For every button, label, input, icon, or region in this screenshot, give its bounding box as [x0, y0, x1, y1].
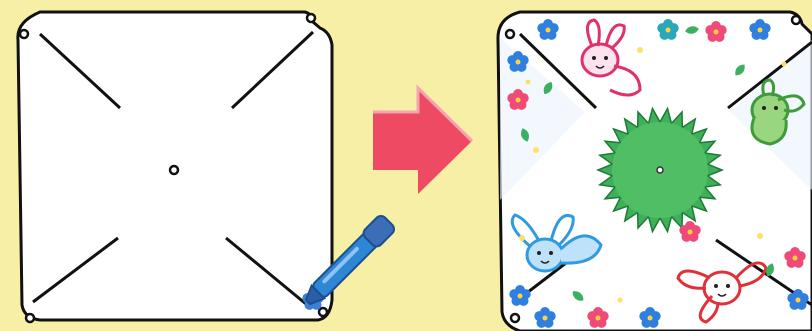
confetti-dot	[637, 47, 643, 53]
corner-hole-bl	[26, 314, 34, 322]
corner-hole-bl	[511, 314, 519, 322]
decorated-pinwheel	[498, 12, 812, 331]
corner-hole-tl	[506, 30, 514, 38]
confetti-dot	[526, 80, 531, 85]
right-arrow-icon	[373, 88, 472, 194]
corner-hole-tr	[307, 14, 315, 22]
center-pin-hole	[170, 166, 178, 174]
confetti-dot	[618, 298, 623, 303]
confetti-dot	[533, 147, 539, 153]
corner-hole-tl	[20, 30, 28, 38]
pinwheel-template	[18, 12, 397, 322]
confetti-dot	[519, 235, 525, 241]
confetti-dot	[757, 233, 763, 239]
confetti-dot	[782, 62, 787, 67]
corner-hole-br	[319, 308, 327, 316]
corner-hole-tr	[792, 16, 800, 24]
